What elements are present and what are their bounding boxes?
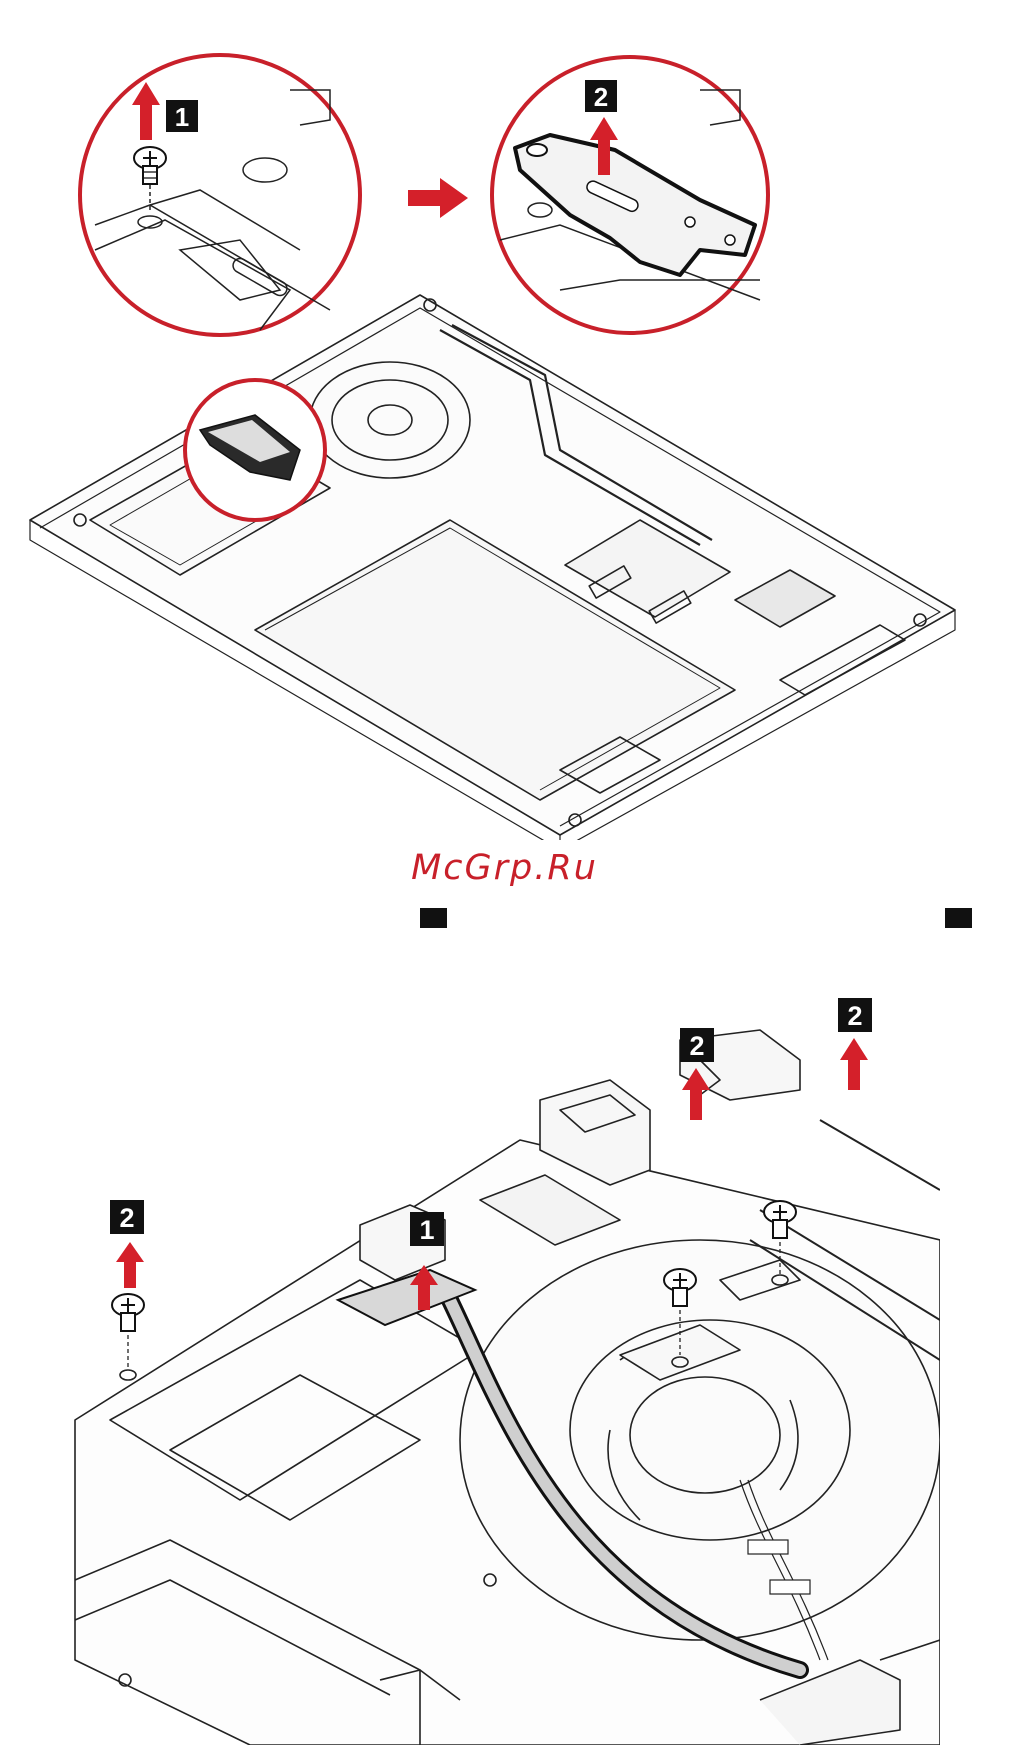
callout-circle-1 — [80, 55, 360, 335]
black-square-marker — [420, 908, 447, 928]
fan-icon — [460, 1240, 940, 1640]
step-label-2: 2 — [680, 1028, 714, 1062]
screw-icon — [112, 1294, 144, 1368]
step-label-2: 2 — [838, 998, 872, 1032]
step-label-2-text: 2 — [594, 82, 608, 112]
watermark: McGrp.Ru — [0, 848, 1009, 888]
svg-text:2: 2 — [689, 1031, 704, 1061]
lift-arrow-icon — [840, 1038, 868, 1090]
black-square-marker — [945, 908, 972, 928]
callout-circle-2 — [492, 57, 768, 333]
svg-text:2: 2 — [119, 1203, 134, 1233]
step-label-1-text: 1 — [175, 102, 189, 132]
lift-arrow-icon — [116, 1242, 144, 1288]
base-callout-circle — [185, 380, 325, 520]
figure-top: 1 2 — [0, 0, 1009, 840]
svg-text:2: 2 — [847, 1001, 862, 1031]
svg-text:1: 1 — [419, 1215, 434, 1245]
figure-bottom: 1 2 2 2 — [0, 980, 1009, 1745]
step-label-2: 2 — [585, 80, 617, 112]
step-label-2: 2 — [110, 1200, 144, 1234]
step-label-1: 1 — [166, 100, 198, 132]
next-arrow-icon — [408, 178, 468, 218]
step-label-1: 1 — [410, 1212, 444, 1246]
